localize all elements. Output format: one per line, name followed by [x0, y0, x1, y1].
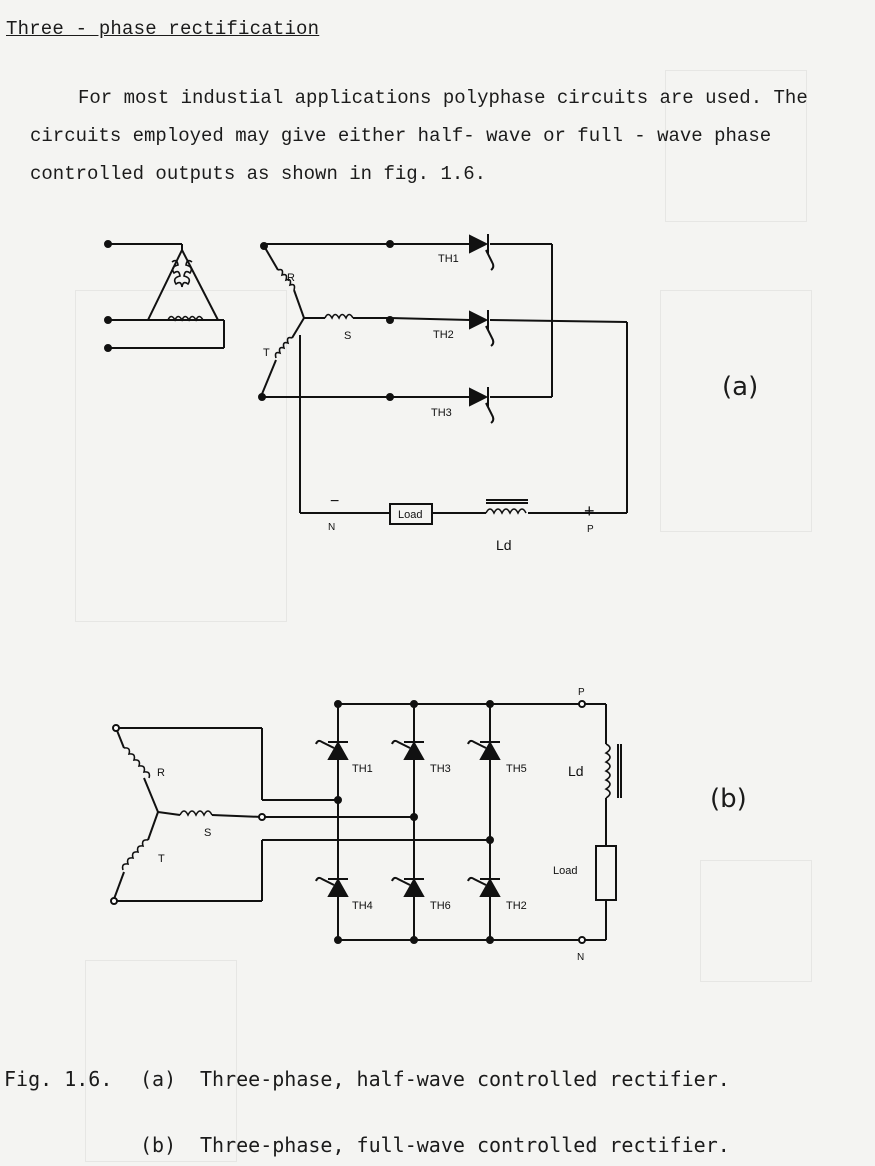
paragraph-line: circuits employed may give either half- …: [30, 125, 772, 147]
thyristor-label-th2: TH2: [433, 329, 454, 341]
thyristor-th2: [467, 876, 501, 897]
full-wave-rectifier-diagram: R S T TH1 TH3 TH5 TH4 TH6 TH2 Ld Load P …: [110, 687, 622, 963]
paragraph-line: For most industial applications polyphas…: [78, 87, 808, 109]
bleed-through-box: [660, 290, 812, 532]
positive-terminal-sign: +: [584, 501, 595, 521]
inductor-label: Ld: [496, 537, 512, 553]
thyristor-th3: [391, 739, 425, 760]
phase-label-s: S: [204, 827, 211, 839]
terminal-label-n: N: [577, 952, 584, 963]
bleed-through-box: [85, 960, 237, 1162]
phase-label-r: R: [157, 767, 165, 779]
thyristor-th3: [469, 387, 495, 424]
thyristor-label-th6: TH6: [430, 900, 451, 912]
half-wave-rectifier-diagram: R S T TH1 TH2 TH3 Load Ld − N + P: [104, 234, 628, 553]
thyristor-th1: [315, 739, 349, 760]
figure-number: Fig. 1.6.: [4, 1067, 113, 1091]
thyristor-th2: [469, 310, 495, 347]
diagram-a-wiring: [262, 240, 628, 514]
body-paragraph: For most industial applications polyphas…: [30, 79, 870, 193]
caption-tag-b: (b): [140, 1133, 177, 1157]
phase-label-r: R: [287, 272, 295, 284]
paragraph-line: controlled outputs as shown in fig. 1.6.: [30, 163, 487, 185]
smoothing-inductor: [604, 743, 622, 799]
negative-terminal-sign: −: [330, 493, 339, 510]
phase-label-t: T: [158, 853, 165, 865]
smoothing-inductor: [485, 499, 528, 515]
load-label: Load: [553, 865, 577, 877]
star-source-winding: [110, 724, 266, 905]
section-heading: Three - phase rectification: [6, 18, 320, 40]
thyristor-label-th1: TH1: [352, 763, 373, 775]
bleed-through-box: [700, 860, 812, 982]
terminal-label-p: P: [587, 524, 594, 535]
terminal-label-n: N: [328, 522, 335, 533]
caption-text-a: Three-phase, half-wave controlled rectif…: [200, 1067, 730, 1091]
load-resistor: [595, 845, 617, 901]
phase-label-t: T: [263, 347, 270, 359]
thyristor-label-th1: TH1: [438, 253, 459, 265]
bleed-through-box: [75, 290, 287, 622]
thyristor-th6: [391, 876, 425, 897]
figure-label-a: (a): [722, 372, 759, 402]
figure-label-b: (b): [710, 784, 747, 814]
caption-text-b: Three-phase, full-wave controlled rectif…: [200, 1133, 730, 1157]
thyristor-label-th5: TH5: [506, 763, 527, 775]
thyristor-th4: [315, 876, 349, 897]
thyristor-label-th3: TH3: [431, 407, 452, 419]
thyristor-label-th3: TH3: [430, 763, 451, 775]
inductor-label: Ld: [568, 763, 584, 779]
thyristor-label-th4: TH4: [352, 900, 373, 912]
thyristor-th5: [467, 739, 501, 760]
caption-tag-a: (a): [140, 1067, 177, 1091]
star-secondary-winding: [258, 242, 390, 401]
thyristor-label-th2: TH2: [506, 900, 527, 912]
load-label: Load: [398, 509, 422, 521]
delta-primary-winding: [104, 240, 225, 352]
phase-label-s: S: [344, 330, 351, 342]
bleed-through-box: [665, 70, 807, 222]
thyristor-th1: [469, 234, 495, 271]
terminal-label-p: P: [578, 687, 585, 698]
load-resistor: [389, 503, 433, 525]
